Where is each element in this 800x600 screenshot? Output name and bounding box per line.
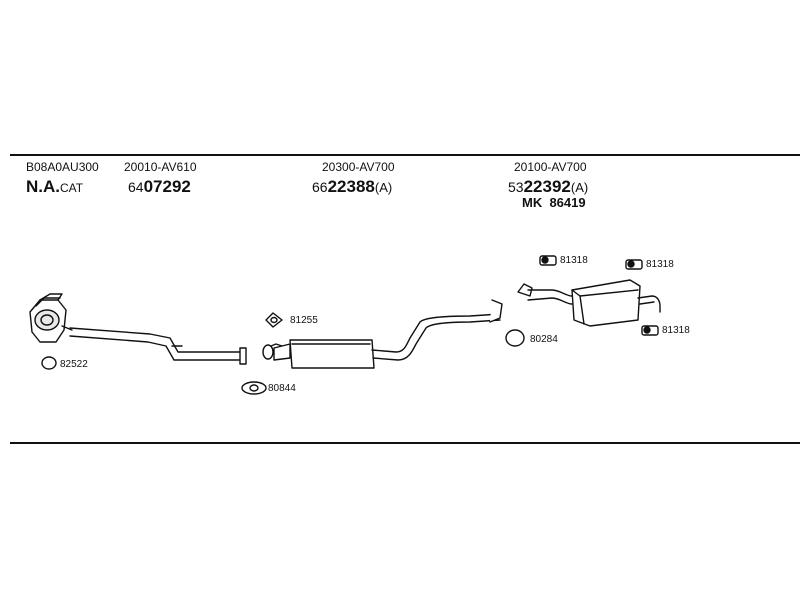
- center-muffler: [262, 299, 503, 369]
- engine-code: B08A0AU300: [26, 160, 99, 174]
- part-label-hanger-top-left: 81318: [560, 255, 588, 266]
- mounting-kit: MK 86419: [522, 195, 586, 210]
- ref-number-center-muffler: 6622388(A): [312, 177, 393, 196]
- hanger-top-right-shape: [625, 259, 643, 270]
- ref-number-rear-muffler: 5322392(A): [508, 177, 589, 196]
- oem-number-rear-muffler: 20100-AV700: [514, 160, 587, 174]
- hanger-top-left-shape: [539, 255, 557, 266]
- gasket-mid-shape: [241, 381, 267, 395]
- gasket-front-shape: [41, 356, 57, 370]
- part-label-gasket-rear: 80284: [530, 334, 558, 345]
- oem-number-front-pipe: 20010-AV610: [124, 160, 197, 174]
- hanger-bottom-right-shape: [641, 325, 659, 336]
- rear-muffler: [517, 279, 661, 327]
- part-label-hanger-top-right: 81318: [646, 259, 674, 270]
- part-label-gasket-mid: 80844: [268, 383, 296, 394]
- front-pipe: [69, 327, 247, 365]
- top-rule: [10, 154, 800, 156]
- oem-number-center-muffler: 20300-AV700: [322, 160, 395, 174]
- ref-number-front-pipe: 6407292: [128, 177, 191, 196]
- part-label-hanger-bottom-right: 81318: [662, 325, 690, 336]
- engine-type: N.A.CAT: [26, 177, 84, 196]
- flange-ring-shape: [265, 312, 283, 328]
- part-label-flange-ring: 81255: [290, 315, 318, 326]
- bottom-rule: [10, 442, 800, 444]
- part-label-gasket-front: 82522: [60, 359, 88, 370]
- gasket-rear-shape: [505, 329, 525, 347]
- catalytic-converter: [29, 293, 73, 343]
